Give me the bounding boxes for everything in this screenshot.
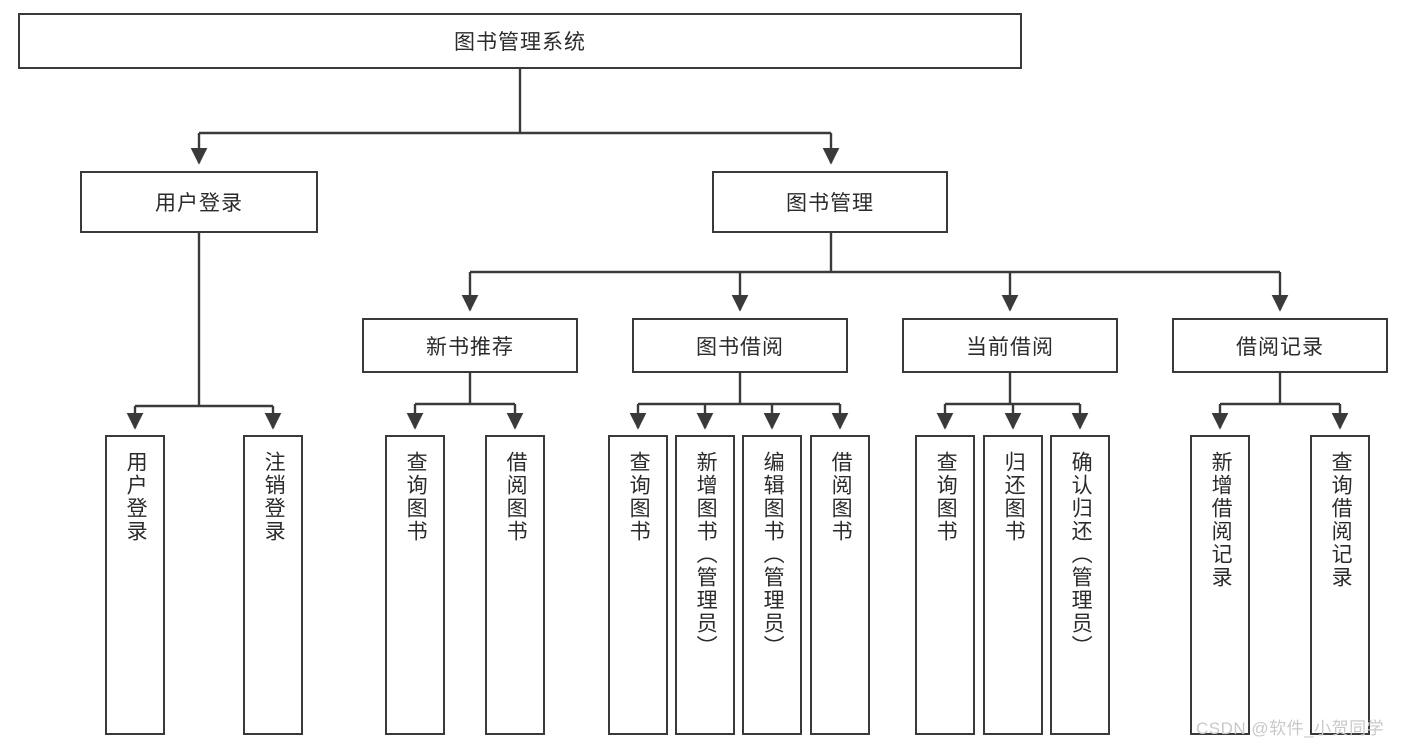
leaf-query-borrow-record[interactable]: 查询借阅记录 bbox=[1310, 435, 1370, 735]
node-root[interactable]: 图书管理系统 bbox=[18, 13, 1022, 69]
leaf-add-borrow-record-label: 新增借阅记录 bbox=[1209, 451, 1233, 589]
node-current-borrow[interactable]: 当前借阅 bbox=[902, 318, 1118, 373]
leaf-user-login-label: 用户登录 bbox=[124, 451, 148, 543]
node-book-borrow-label: 图书借阅 bbox=[696, 335, 784, 359]
leaf-query-book-borrow[interactable]: 查询图书 bbox=[608, 435, 668, 735]
node-borrow-records-label: 借阅记录 bbox=[1236, 335, 1324, 359]
leaf-query-book-current[interactable]: 查询图书 bbox=[915, 435, 975, 735]
leaf-query-book-newbook-label: 查询图书 bbox=[404, 451, 428, 543]
node-current-borrow-label: 当前借阅 bbox=[966, 335, 1054, 359]
leaf-logout[interactable]: 注销登录 bbox=[243, 435, 303, 735]
node-user-login-label: 用户登录 bbox=[155, 192, 243, 215]
node-book-borrow[interactable]: 图书借阅 bbox=[632, 318, 848, 373]
leaf-confirm-return-admin[interactable]: 确认归还（管理员） bbox=[1050, 435, 1110, 735]
leaf-borrow-book-newbook-label: 借阅图书 bbox=[504, 451, 528, 543]
leaf-logout-label: 注销登录 bbox=[262, 451, 286, 543]
leaf-add-borrow-record[interactable]: 新增借阅记录 bbox=[1190, 435, 1250, 735]
leaf-add-book-admin[interactable]: 新增图书（管理员） bbox=[675, 435, 735, 735]
leaf-edit-book-admin-label: 编辑图书（管理员） bbox=[761, 451, 785, 658]
leaf-query-book-borrow-label: 查询图书 bbox=[627, 451, 651, 543]
leaf-borrow-book-label: 借阅图书 bbox=[829, 451, 853, 543]
leaf-confirm-return-admin-label: 确认归还（管理员） bbox=[1069, 451, 1093, 658]
leaf-borrow-book-newbook[interactable]: 借阅图书 bbox=[485, 435, 545, 735]
leaf-user-login[interactable]: 用户登录 bbox=[105, 435, 165, 735]
leaf-query-book-newbook[interactable]: 查询图书 bbox=[385, 435, 445, 735]
node-new-book-recommend[interactable]: 新书推荐 bbox=[362, 318, 578, 373]
leaf-edit-book-admin[interactable]: 编辑图书（管理员） bbox=[742, 435, 802, 735]
leaf-add-book-admin-label: 新增图书（管理员） bbox=[694, 451, 718, 658]
node-borrow-records[interactable]: 借阅记录 bbox=[1172, 318, 1388, 373]
node-root-label: 图书管理系统 bbox=[454, 31, 586, 54]
leaf-query-borrow-record-label: 查询借阅记录 bbox=[1329, 451, 1353, 589]
csdn-watermark: CSDN @软件_小贺同学 bbox=[1196, 719, 1385, 738]
node-user-login[interactable]: 用户登录 bbox=[80, 171, 318, 233]
leaf-query-book-current-label: 查询图书 bbox=[934, 451, 958, 543]
leaf-borrow-book[interactable]: 借阅图书 bbox=[810, 435, 870, 735]
leaf-return-book[interactable]: 归还图书 bbox=[983, 435, 1043, 735]
node-book-management-label: 图书管理 bbox=[786, 192, 874, 215]
node-book-management[interactable]: 图书管理 bbox=[712, 171, 948, 233]
leaf-return-book-label: 归还图书 bbox=[1002, 451, 1026, 543]
node-new-book-recommend-label: 新书推荐 bbox=[426, 335, 514, 359]
